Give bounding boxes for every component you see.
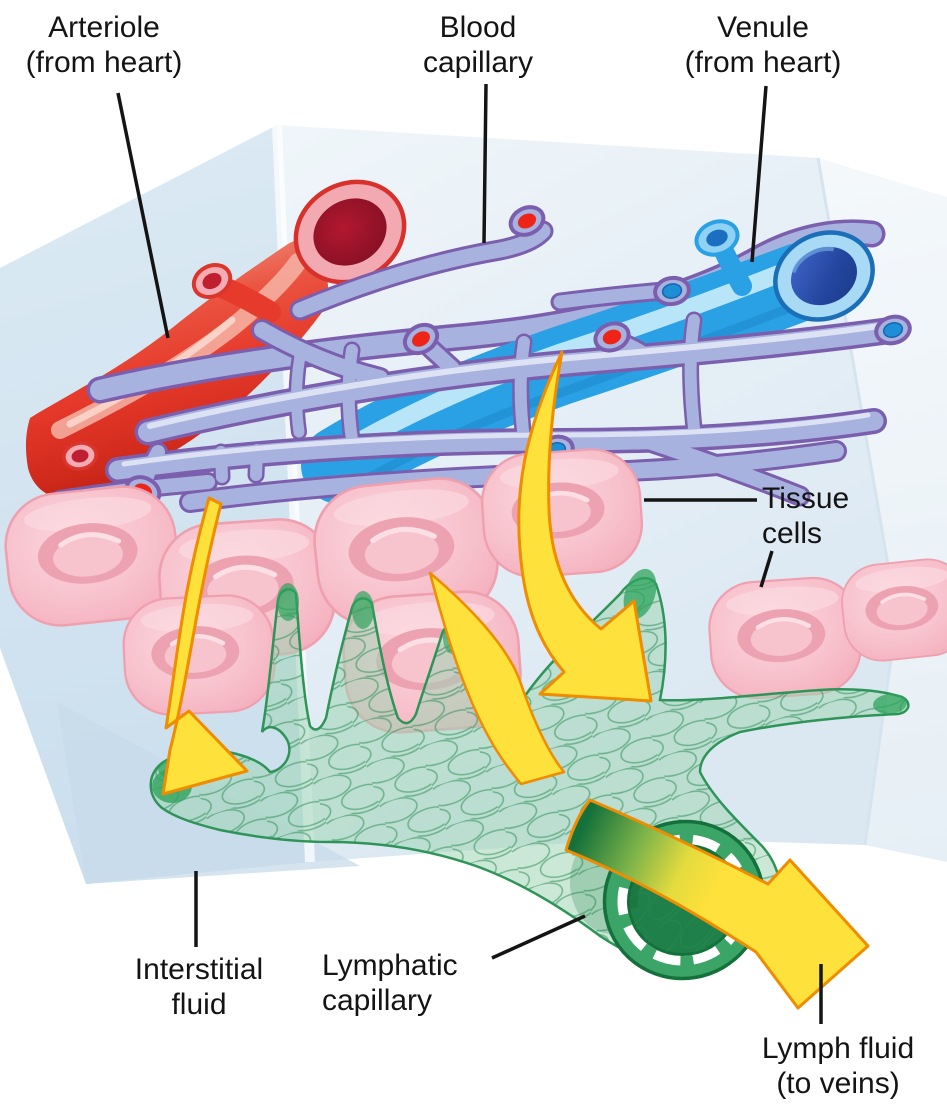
label-venule-line1: Venule [717,11,809,44]
label-venule-line2: (from heart) [684,46,842,79]
flow-arrow-right [517,350,653,703]
label-interstitial-fluid-line2: fluid [171,988,227,1021]
label-tissue-cells-line1: Tissue [762,482,850,515]
label-lymphatic-capillary-line1: Lymphatic [322,949,458,982]
label-lymphatic-capillary-line2: capillary [322,984,433,1017]
leader-line-lymphatic-capillary [491,914,586,960]
flow-arrow-middle-sliver [428,571,566,786]
leader-line-tissue-cells-2 [759,550,774,588]
label-blood-capillary-line2: capillary [422,46,534,79]
leader-line-arteriole [116,92,170,339]
leader-lines [116,83,823,1024]
label-arteriole-line1: Arteriole [48,11,160,44]
label-venule: Venule (from heart) [685,10,842,80]
label-interstitial-fluid: Interstitial fluid [135,952,263,1022]
label-arteriole: Arteriole (from heart) [26,10,183,80]
leader-line-blood-capillary [482,83,488,244]
leader-line-venule [750,85,768,263]
arteriole-open-end [293,179,407,285]
label-blood-capillary-line1: Blood [439,11,517,44]
label-lymph-fluid-line2: (to veins) [776,1067,900,1100]
lymph-fluid-arrow [564,798,870,1010]
tissue-cell [479,446,645,579]
label-lymph-fluid: Lymph fluid (to veins) [762,1031,914,1101]
tissue-cell [706,575,863,701]
label-tissue-cells-line2: cells [762,517,823,550]
label-lymph-fluid-line1: Lymph fluid [761,1032,915,1065]
label-arteriole-line2: (from heart) [25,46,183,79]
label-tissue-cells: Tissue cells [762,481,849,551]
arteriole-illustration [25,179,407,499]
lymph-flow-arrows [161,350,870,1010]
label-interstitial-fluid-line1: Interstitial [134,953,264,986]
label-blood-capillary: Blood capillary [423,10,533,80]
venule-open-end [773,230,875,322]
flow-arrow-left [161,496,249,796]
label-lymphatic-capillary: Lymphatic capillary [322,948,458,1018]
